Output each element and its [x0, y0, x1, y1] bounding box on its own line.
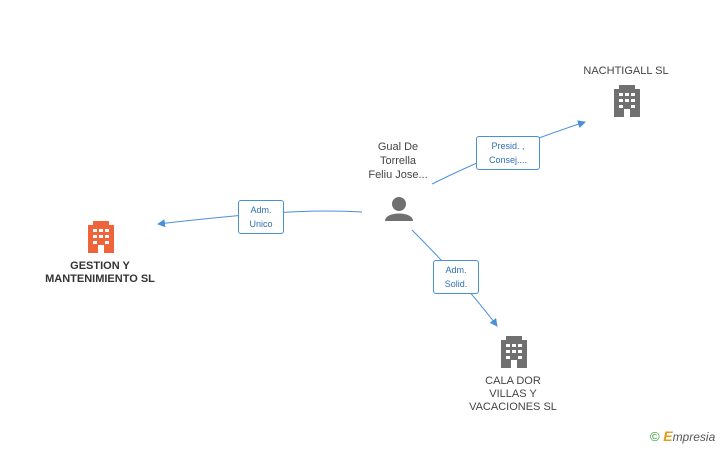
person-name[interactable]: Gual De Torrella Feliu Jose...	[350, 140, 446, 182]
edge-label-line: Consej....	[488, 155, 528, 165]
edge-label-line: Adm.	[250, 205, 272, 215]
company-label-cala[interactable]: CALA DOR VILLAS Y VACACIONES SL	[452, 375, 574, 414]
edge-label-line: Adm.	[445, 265, 467, 275]
person-name-line: Gual De	[377, 141, 419, 153]
person-name-line: Torrella	[379, 155, 417, 167]
edge-label-line: Unico	[249, 219, 273, 229]
building-icon[interactable]	[614, 85, 640, 117]
building-icon[interactable]	[88, 221, 114, 253]
building-icon[interactable]	[501, 336, 527, 368]
company-label-nachtigall[interactable]: NACHTIGALL SL	[567, 65, 685, 78]
copyright-symbol: ©	[650, 429, 660, 444]
brand-logo: Empresia	[663, 428, 716, 444]
edge-label-line: Presid. ,	[491, 141, 525, 151]
edge-label-gestion[interactable]: Adm. Unico	[238, 200, 284, 234]
edge-label-line: Solid.	[444, 279, 468, 289]
empresia-watermark: © Empresia	[650, 428, 715, 444]
company-label-line: VACACIONES SL	[469, 401, 557, 413]
person-name-line: Feliu Jose...	[368, 169, 428, 181]
brand-logo-e: E	[663, 428, 673, 444]
person-icon[interactable]	[385, 197, 413, 221]
company-label-line: CALA DOR	[485, 375, 541, 387]
brand-logo-rest: mpresia	[672, 430, 716, 444]
company-label-gestion[interactable]: GESTION Y MANTENIMIENTO SL	[30, 260, 170, 286]
company-label-line: VILLAS Y	[489, 388, 537, 400]
edge-label-cala[interactable]: Adm. Solid.	[433, 260, 479, 294]
company-label-line: MANTENIMIENTO SL	[45, 273, 155, 285]
edge-label-nachtigall[interactable]: Presid. , Consej....	[476, 136, 540, 170]
company-label-line: GESTION Y	[70, 260, 130, 272]
company-label-line: NACHTIGALL SL	[583, 65, 669, 77]
